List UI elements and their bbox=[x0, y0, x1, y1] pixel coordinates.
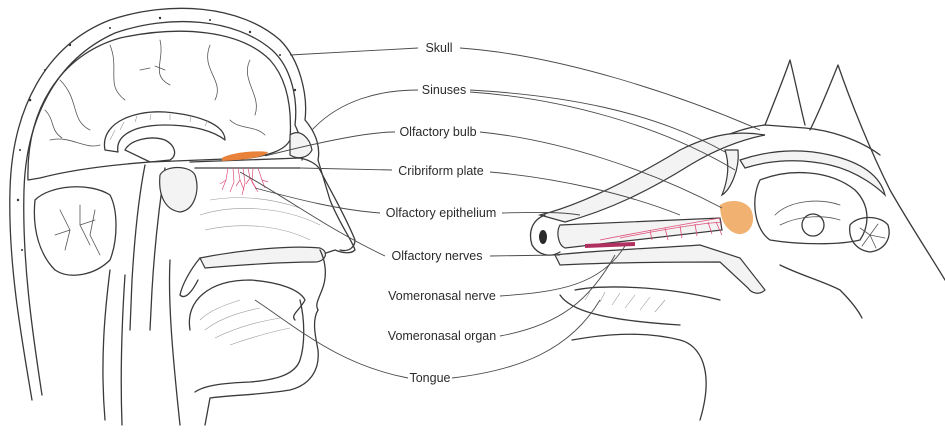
dog-nostril bbox=[539, 230, 547, 244]
tongue-hatching bbox=[199, 299, 291, 346]
human-head bbox=[9, 7, 356, 426]
human-cerebellum bbox=[33, 186, 117, 276]
label-cribriform-plate: Cribriform plate bbox=[398, 164, 483, 178]
leader-skull-left bbox=[289, 47, 419, 56]
label-olfactory-nerves: Olfactory nerves bbox=[391, 249, 482, 263]
leader-lines bbox=[239, 47, 761, 379]
leader-sinuses-right-2 bbox=[469, 91, 736, 171]
dog-ear-left bbox=[764, 59, 806, 126]
label-tongue: Tongue bbox=[409, 371, 450, 385]
dog-olfactory-bulb bbox=[720, 200, 754, 235]
human-hard-palate bbox=[199, 246, 327, 269]
human-gyri bbox=[44, 39, 266, 147]
label-sinuses: Sinuses bbox=[422, 83, 466, 97]
leader-epithelium-right bbox=[501, 211, 581, 216]
human-turbinates bbox=[199, 197, 321, 241]
skull-dots bbox=[16, 16, 297, 251]
label-olfactory-bulb: Olfactory bulb bbox=[399, 125, 476, 139]
leader-tongue-left bbox=[254, 299, 409, 379]
human-skull-inner bbox=[23, 20, 304, 396]
leader-epithelium-left bbox=[254, 187, 381, 214]
dog-head bbox=[529, 59, 945, 421]
leader-olfactory-bulb-right bbox=[479, 131, 723, 209]
label-vomeronasal-organ: Vomeronasal organ bbox=[388, 329, 496, 343]
labels: Skull Sinuses Olfactory bulb Cribriform … bbox=[386, 41, 496, 385]
human-nose bbox=[319, 169, 356, 252]
human-chin bbox=[204, 309, 319, 426]
dog-thalamus bbox=[801, 213, 825, 237]
leader-sinuses-left bbox=[311, 89, 419, 131]
dog-palate bbox=[554, 244, 766, 294]
label-olfactory-epithelium: Olfactory epithelium bbox=[386, 206, 496, 220]
dog-brain bbox=[754, 172, 868, 245]
human-frontal-sinus bbox=[289, 132, 313, 159]
dog-ear-right bbox=[809, 64, 945, 281]
leader-nerves-left bbox=[239, 171, 386, 257]
leader-skull-right bbox=[459, 47, 761, 131]
label-vomeronasal-nerve: Vomeronasal nerve bbox=[388, 289, 496, 303]
dog-vomeronasal-organ bbox=[585, 242, 635, 248]
human-olfactory-nerves bbox=[219, 167, 269, 196]
leader-olfactory-bulb-left bbox=[264, 131, 396, 157]
human-cerebrum bbox=[27, 30, 292, 181]
dog-sinus-wall bbox=[720, 149, 739, 197]
dog-skull-bone bbox=[537, 132, 766, 223]
dog-cranial-roof bbox=[739, 150, 887, 197]
dog-nasal-cavity bbox=[557, 217, 723, 249]
leader-tongue-right bbox=[451, 299, 601, 379]
leader-cribriform-right bbox=[489, 171, 681, 216]
human-olfactory-bulb bbox=[222, 151, 268, 161]
leader-vomeronasal-organ bbox=[499, 254, 616, 337]
label-skull: Skull bbox=[425, 41, 452, 55]
human-corpus-callosum bbox=[103, 111, 226, 153]
human-skull-outer bbox=[9, 7, 356, 401]
dog-lower-jaw bbox=[559, 286, 721, 421]
human-tongue bbox=[188, 279, 306, 331]
leader-vomeronasal-nerve bbox=[499, 245, 626, 297]
leader-sinuses-right-1 bbox=[469, 89, 726, 153]
human-thalamus bbox=[124, 137, 176, 163]
cerebellum-folia bbox=[54, 204, 101, 256]
human-neck-back bbox=[102, 269, 111, 421]
dog-cerebellum bbox=[849, 216, 890, 253]
dog-olfactory-nerves bbox=[599, 217, 723, 241]
human-upper-lip bbox=[316, 249, 326, 311]
human-sphenoid-sinus bbox=[159, 166, 198, 213]
leader-nerves-right bbox=[489, 254, 561, 257]
leader-cribriform-left bbox=[299, 167, 393, 171]
